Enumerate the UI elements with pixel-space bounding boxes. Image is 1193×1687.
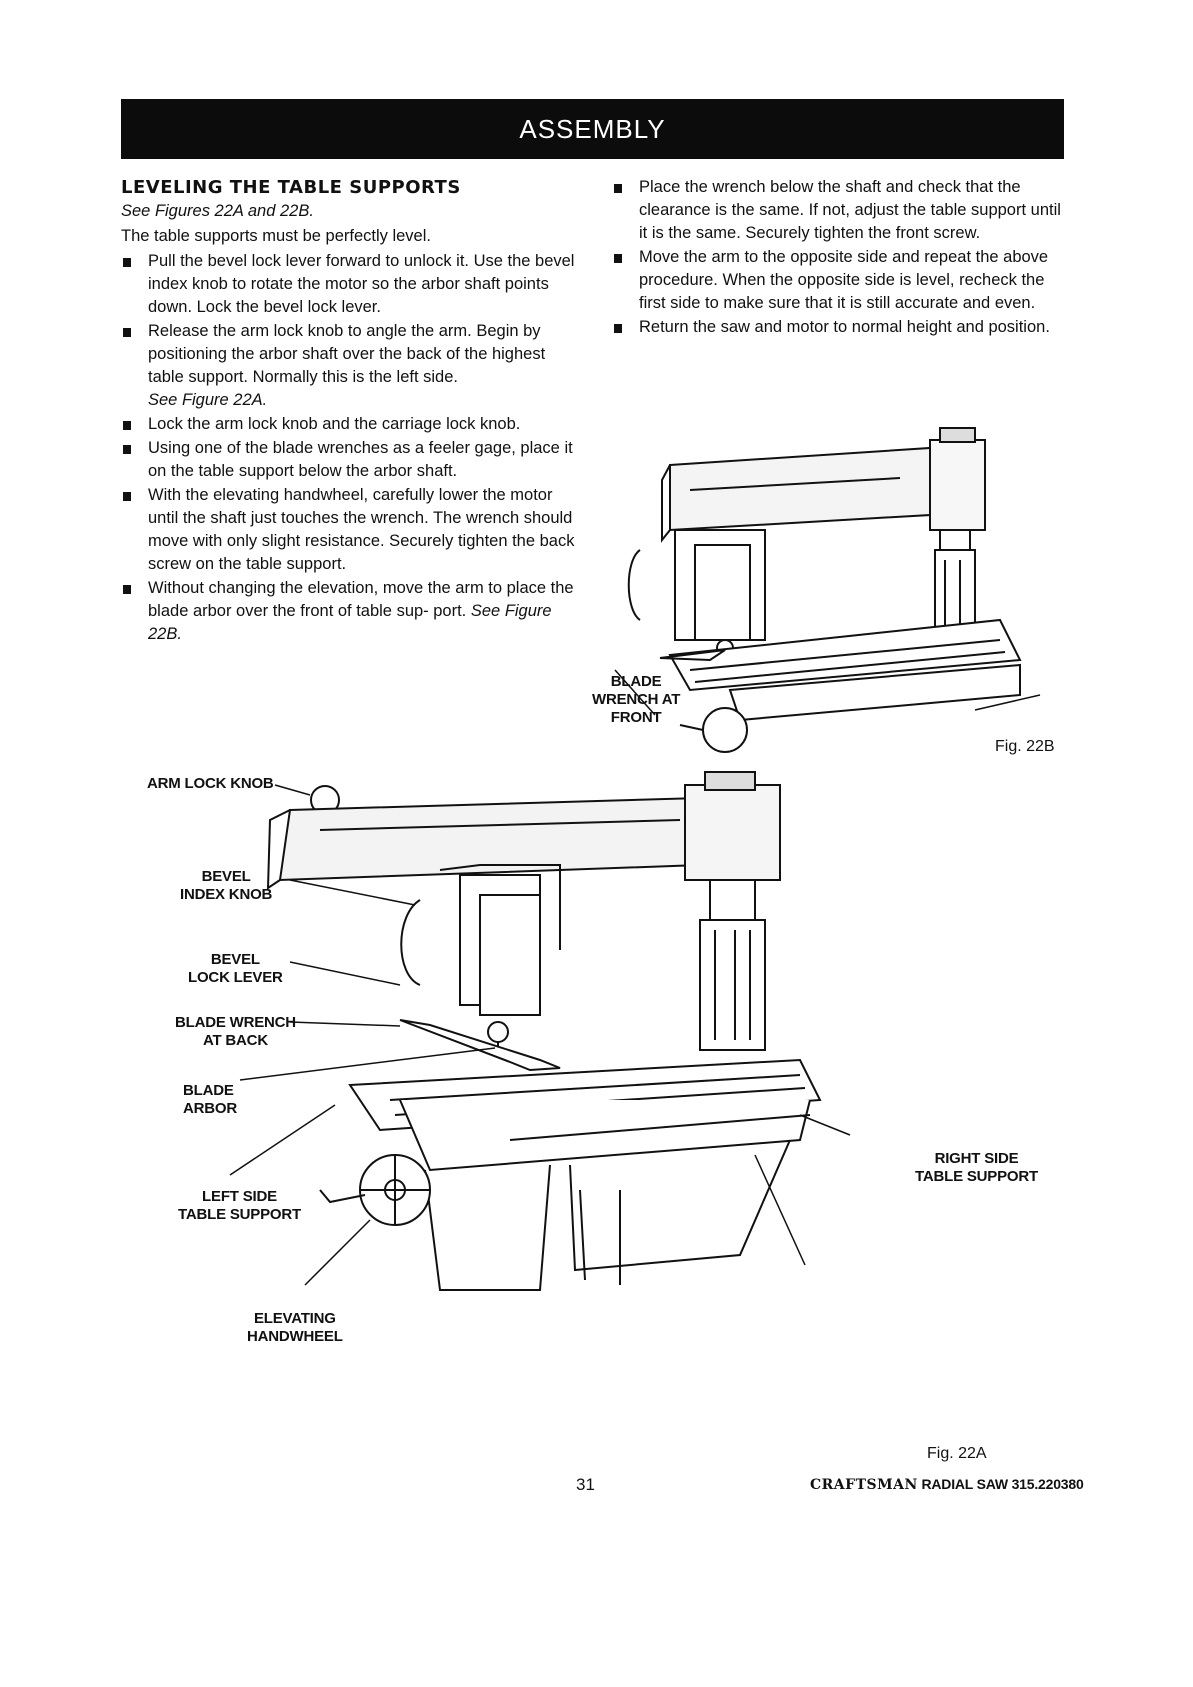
callout-blade-arbor: BLADE ARBOR: [183, 1082, 237, 1117]
instruction-list: Pull the bevel lock lever forward to unl…: [121, 250, 581, 646]
callout-blade-wrench-front: BLADE WRENCH AT FRONT: [592, 673, 681, 726]
list-item: Using one of the blade wrenches as a fee…: [121, 437, 581, 483]
list-item: Pull the bevel lock lever forward to unl…: [121, 250, 581, 319]
callout-left-side-support: LEFT SIDE TABLE SUPPORT: [178, 1188, 301, 1223]
right-column: Place the wrench below the shaft and che…: [612, 176, 1067, 340]
banner-title: ASSEMBLY: [519, 113, 666, 144]
figure-caption-22a: Fig. 22A: [927, 1445, 987, 1462]
section-heading: LEVELING THE TABLE SUPPORTS: [121, 177, 461, 198]
list-item: Return the saw and motor to normal heigh…: [612, 316, 1067, 339]
list-item: With the elevating handwheel, carefully …: [121, 484, 581, 576]
list-item: Place the wrench below the shaft and che…: [612, 176, 1067, 245]
figure-reference: See Figures 22A and 22B.: [121, 202, 314, 220]
brand-name: CRAFTSMAN: [810, 1477, 918, 1493]
instruction-list: Place the wrench below the shaft and che…: [612, 176, 1067, 339]
radial-saw-front-illustration: [614, 427, 1041, 753]
figure-reference: See Figure 22B.: [148, 602, 552, 643]
radial-saw-side-illustration: [229, 771, 851, 1291]
callout-right-side-support: RIGHT SIDE TABLE SUPPORT: [915, 1150, 1038, 1185]
list-item: Without changing the elevation, move the…: [121, 577, 581, 646]
callout-blade-wrench-back: BLADE WRENCH AT BACK: [175, 1014, 296, 1049]
left-column: LEVELING THE TABLE SUPPORTS See Figures …: [121, 176, 581, 647]
footer-product: CRAFTSMAN RADIAL SAW 315.220380: [810, 1476, 1084, 1493]
list-item: Move the arm to the opposite side and re…: [612, 246, 1067, 315]
callout-arm-lock-knob: ARM LOCK KNOB: [147, 775, 274, 792]
product-name: RADIAL SAW 315.220380: [921, 1476, 1084, 1492]
callout-bevel-index-knob: BEVEL INDEX KNOB: [180, 868, 273, 903]
intro-text: The table supports must be perfectly lev…: [121, 227, 431, 245]
list-item: Lock the arm lock knob and the carriage …: [121, 413, 581, 436]
figure-caption-22b: Fig. 22B: [995, 738, 1055, 755]
section-banner: ASSEMBLY: [121, 99, 1064, 159]
page-number: 31: [576, 1475, 595, 1494]
list-item: Release the arm lock knob to angle the a…: [121, 320, 581, 412]
callout-bevel-lock-lever: BEVEL LOCK LEVER: [188, 951, 283, 986]
figure-reference: See Figure 22A.: [148, 391, 268, 409]
callout-elevating-handwheel: ELEVATING HANDWHEEL: [247, 1310, 343, 1345]
